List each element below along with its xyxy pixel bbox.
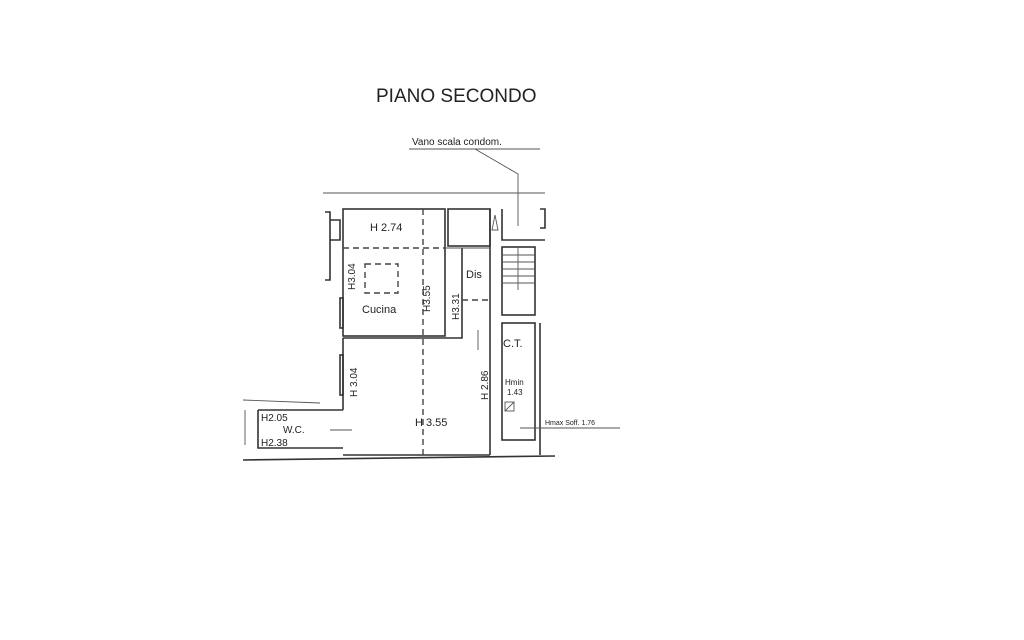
dis-height: H3.31 (451, 293, 462, 320)
ct-label: C.T. (503, 338, 523, 350)
living-height-3: H 2.86 (480, 370, 491, 400)
height-divisions (343, 209, 490, 455)
dis-label: Dis (466, 269, 482, 281)
kitchen-height-2: H3.55 (422, 285, 433, 312)
wc-height-1: H2.05 (261, 413, 288, 424)
ct-hmin-value: 1.43 (507, 388, 523, 397)
plan-title: PIANO SECONDO (376, 86, 536, 107)
top-room-height: H 2.74 (370, 222, 402, 234)
walls (242, 192, 556, 461)
kitchen-height-1: H3.04 (347, 263, 358, 290)
living-height-2: H 3.55 (415, 417, 447, 429)
wc-label: W.C. (283, 425, 305, 436)
kitchen-label: Cucina (362, 304, 397, 316)
stair-callout: Vano scala condom. (409, 137, 540, 226)
hmax-callout: Hmax Soff. 1.76 (520, 420, 620, 429)
wc-height-2: H2.38 (261, 438, 288, 449)
ct-hmin-label: Hmin (505, 378, 524, 387)
stair-label: Vano scala condom. (412, 137, 502, 148)
living-height-1: H 3.04 (349, 367, 360, 397)
hmax-label: Hmax Soff. 1.76 (545, 420, 595, 427)
